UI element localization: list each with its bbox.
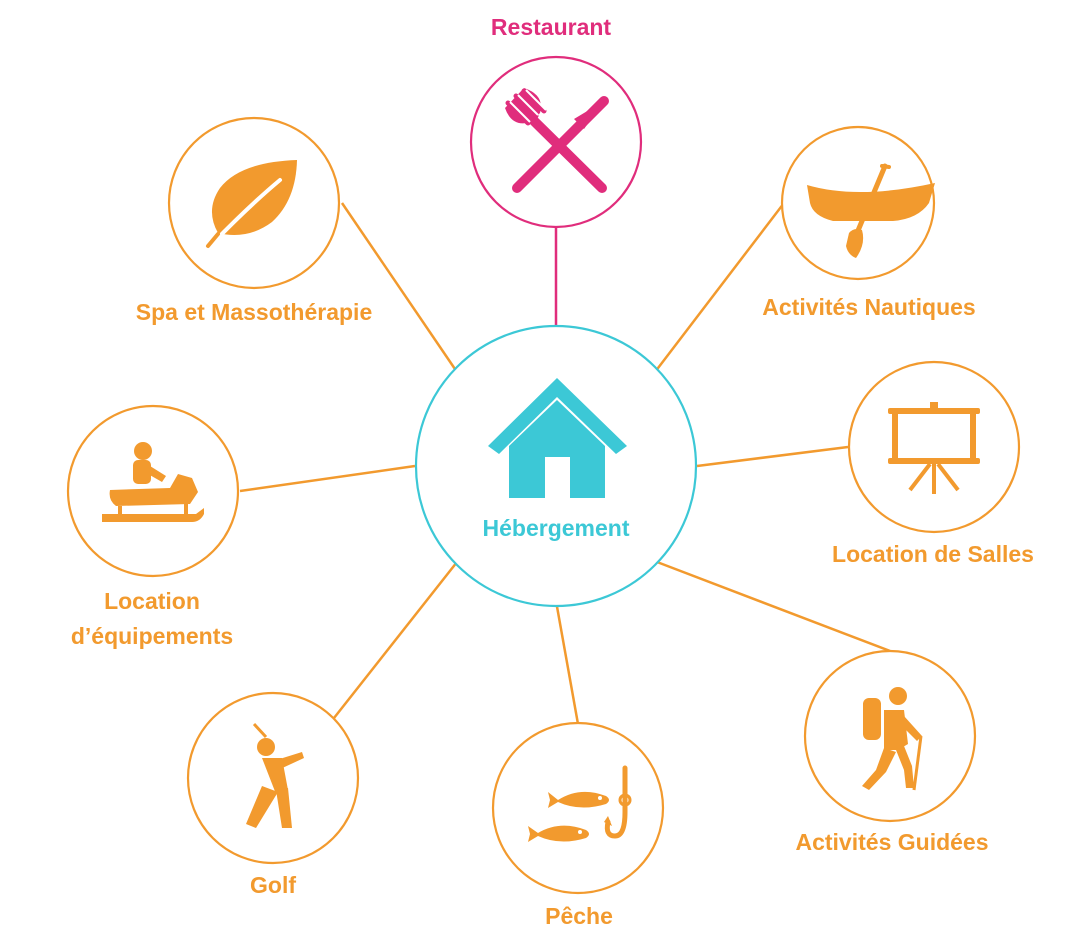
- connector-golf: [333, 561, 458, 719]
- salles-label: Location de Salles: [832, 541, 1034, 567]
- peche-label: Pêche: [545, 903, 613, 929]
- snowmobile-icon: [102, 442, 204, 522]
- node-restaurant: Restaurant: [469, 14, 643, 229]
- nautique-label: Activités Nautiques: [762, 294, 975, 320]
- node-peche: Pêche: [491, 721, 665, 929]
- node-spa: Spa et Massothérapie: [136, 116, 372, 325]
- golfer-icon: [246, 722, 304, 828]
- peche-circle: [491, 721, 665, 895]
- restaurant-label: Restaurant: [491, 14, 611, 40]
- spa-label: Spa et Massothérapie: [136, 299, 372, 325]
- hiker-icon: [862, 687, 923, 791]
- fish-hook-icon: [528, 765, 632, 842]
- center-node: Hébergement: [414, 324, 698, 608]
- center-circle: [414, 324, 698, 608]
- salles-circle: [847, 360, 1021, 534]
- node-equipements: Location d’équipements: [66, 404, 240, 649]
- equipements-label-line1: Location: [104, 588, 200, 614]
- presentation-board-icon: [888, 402, 980, 494]
- connector-peche: [554, 600, 580, 725]
- node-golf: Golf: [186, 691, 360, 898]
- connector-equipements: [239, 464, 416, 493]
- connector-spa: [340, 202, 459, 373]
- golf-label: Golf: [250, 872, 296, 898]
- canoe-icon: [807, 163, 935, 258]
- node-nautique: Activités Nautiques: [762, 125, 976, 320]
- node-salles: Location de Salles: [832, 360, 1034, 567]
- node-guidees: Activités Guidées: [795, 649, 989, 855]
- guidees-label: Activités Guidées: [795, 829, 988, 855]
- connectors: [239, 202, 891, 725]
- connector-nautique: [654, 202, 785, 373]
- equipements-label-line2: d’équipements: [71, 623, 233, 649]
- leaf-icon: [206, 160, 297, 248]
- fork-knife-icon: [505, 88, 609, 193]
- connector-guidees: [656, 560, 891, 653]
- center-label: Hébergement: [483, 515, 630, 541]
- connector-salles: [696, 445, 849, 468]
- house-icon: [488, 378, 627, 498]
